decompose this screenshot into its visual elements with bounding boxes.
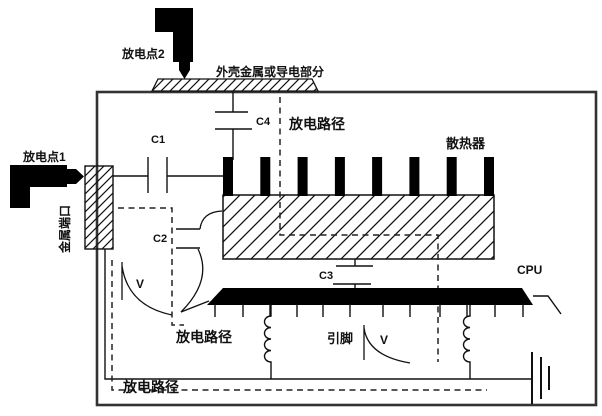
- heatsink-label: 散热器: [446, 136, 486, 151]
- cpu-chip: [207, 288, 533, 305]
- discharge-path-bottom-label: 放电路径: [122, 379, 179, 395]
- discharge-path-mid-label: 放电路径: [175, 329, 232, 345]
- battery-symbol: [531, 352, 550, 404]
- shell-metal-strip: [150, 78, 320, 92]
- heatsink: [222, 157, 495, 260]
- cpu-label: CPU: [517, 263, 542, 277]
- discharge-point-1-label: 放电点1: [22, 149, 66, 164]
- discharge-arcs: [121, 210, 411, 364]
- inductor-coils: [263, 305, 471, 379]
- metal-port-label: 金属端口: [57, 205, 72, 254]
- discharge-point-2-label: 放电点2: [121, 46, 165, 61]
- discharge-gun-1-icon: [10, 165, 84, 208]
- cpu-pins: [214, 304, 524, 317]
- metal-port: [84, 165, 114, 250]
- c1-label: C1: [151, 134, 165, 146]
- c4-label: C4: [256, 116, 271, 128]
- c3-label: C3: [319, 270, 333, 282]
- v-mid-label: V: [380, 333, 388, 347]
- circuit-wires: [104, 92, 562, 380]
- pins-label: 引脚: [327, 331, 353, 346]
- heatsink-fins: [223, 157, 494, 196]
- discharge-path-top-label: 放电路径: [288, 116, 345, 132]
- discharge-gun-2-icon: [155, 8, 193, 79]
- v-left-label: V: [136, 277, 144, 291]
- c2-label: C2: [153, 233, 167, 245]
- shell-conductive-label: 外壳金属或导电部分: [216, 64, 324, 79]
